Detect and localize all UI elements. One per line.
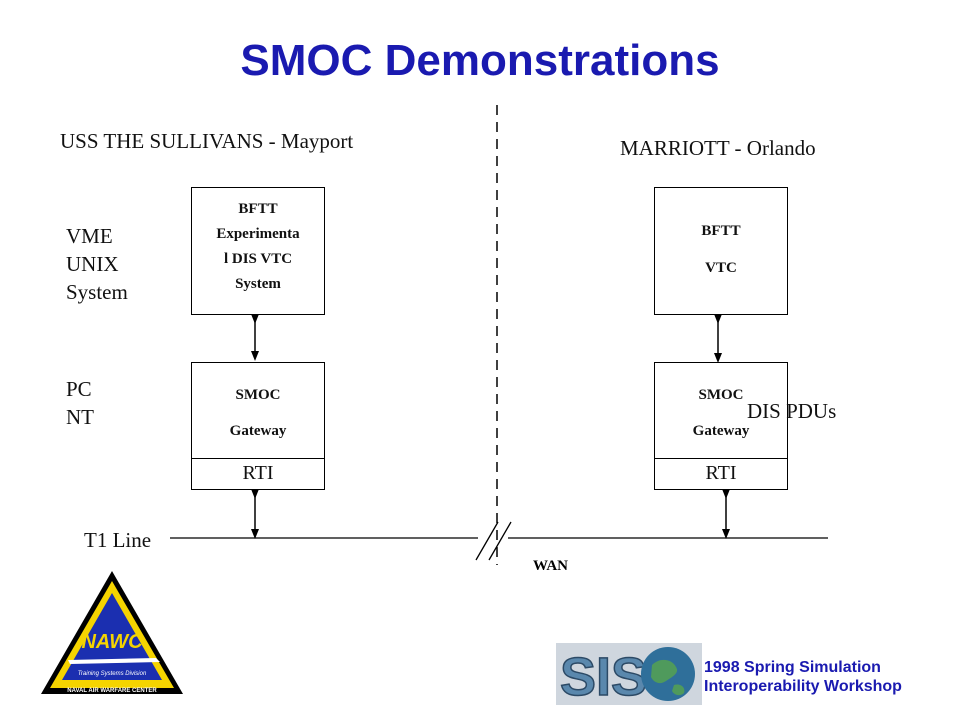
nawc-logo: NAWC Training Systems Division NAVAL AIR… — [41, 571, 183, 694]
system-label-line: UNIX — [66, 252, 119, 276]
system-label-line: System — [66, 280, 128, 304]
box-line: BFTT — [238, 201, 278, 217]
left-site-label: USS THE SULLIVANS - Mayport — [60, 129, 354, 153]
pc-label: PC NT — [66, 375, 94, 431]
nawc-logo-text: NAWC — [81, 631, 143, 653]
right-bftt-box: BFTT VTC — [654, 187, 788, 315]
system-label: VME UNIX System — [66, 222, 128, 306]
page-title: SMOC Demonstrations — [240, 36, 720, 85]
siso-logo-text: SIS — [560, 647, 647, 705]
footer-line: 1998 Spring Simulation — [704, 659, 881, 676]
box-line: Gateway — [692, 423, 750, 439]
line-break-mark — [488, 521, 512, 561]
box-line: Experimenta — [216, 226, 300, 242]
box-line: System — [235, 276, 281, 292]
right-gateway-box: SMOC Gateway — [654, 362, 788, 459]
nawc-logo-subtext: Training Systems Division — [78, 671, 147, 677]
left-bftt-box: BFTT Experimenta l DIS VTC System — [191, 187, 325, 315]
system-label-line: VME — [66, 224, 113, 248]
box-line: SMOC — [235, 387, 281, 403]
footer-line: Interoperability Workshop — [704, 678, 902, 695]
footer-text: 1998 Spring Simulation Interoperability … — [704, 658, 902, 696]
right-site-label: MARRIOTT - Orlando — [620, 136, 816, 160]
t1-line-label: T1 Line — [84, 528, 152, 553]
siso-logo: SIS — [556, 643, 702, 705]
pc-label-line: PC — [66, 377, 92, 401]
box-line: SMOC — [698, 387, 744, 403]
box-line: VTC — [705, 260, 737, 276]
right-rti-box: RTI — [654, 458, 788, 490]
wan-label: WAN — [533, 558, 569, 574]
line-break-mark — [475, 521, 499, 561]
left-rti-box: RTI — [191, 458, 325, 490]
dis-pdus-label: DIS PDUs — [747, 399, 837, 423]
box-line: l DIS VTC — [223, 251, 293, 267]
box-line: BFTT — [701, 223, 741, 239]
left-gateway-box: SMOC Gateway — [191, 362, 325, 459]
box-line: Gateway — [229, 423, 287, 439]
pc-label-line: NT — [66, 405, 94, 429]
nawc-logo-bottom-text: NAVAL AIR WARFARE CENTER — [67, 688, 157, 694]
